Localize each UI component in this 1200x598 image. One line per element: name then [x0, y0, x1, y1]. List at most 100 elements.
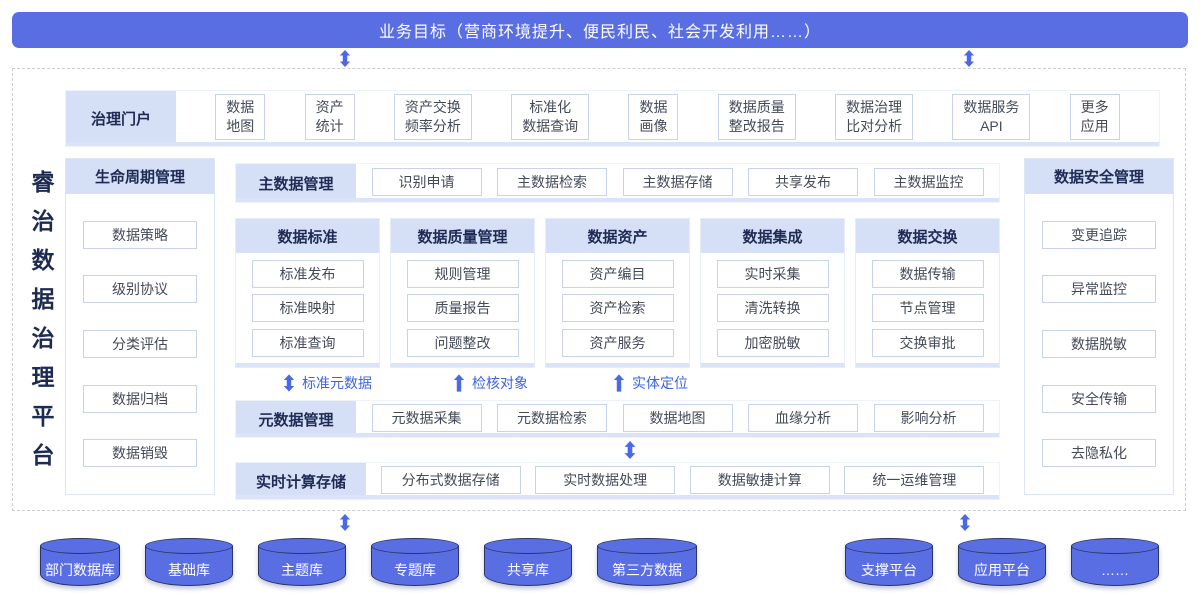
module-item: 标准映射	[251, 294, 364, 322]
double-arrow-icon	[338, 50, 352, 67]
cylinder-top-icon	[597, 538, 697, 554]
module-item: 标准发布	[251, 259, 364, 288]
metadata-item: 血缘分析	[748, 403, 858, 432]
flow-label: 检核对象	[472, 375, 528, 391]
cylinder-label: 专题库	[394, 562, 436, 578]
portal-row-header: 治理门户	[66, 91, 176, 146]
flow-standard-metadata: 标准元数据	[283, 373, 372, 393]
security-column-header: 数据安全管理	[1025, 159, 1173, 194]
master-data-item: 主数据存储	[622, 167, 733, 196]
lifecycle-column: 生命周期管理 数据策略 级别协议 分类评估 数据归档 数据销毁	[65, 158, 215, 495]
module-item: 交换审批	[871, 328, 984, 357]
module-item: 资产编目	[561, 259, 674, 288]
double-arrow-icon	[958, 514, 972, 531]
module-data-integration: 数据集成 实时采集 清洗转换 加密脱敏	[700, 218, 845, 368]
realtime-item: 统一运维管理	[844, 465, 985, 494]
security-item: 异常监控	[1042, 275, 1156, 304]
master-data-item: 主数据检索	[497, 167, 607, 196]
cylinder-top-icon	[845, 538, 933, 554]
lifecycle-item: 数据归档	[83, 384, 197, 413]
double-arrow-icon	[283, 374, 295, 392]
module-item: 标准查询	[251, 328, 364, 357]
module-header: 数据资产	[546, 219, 689, 253]
up-arrow-icon	[453, 374, 465, 392]
database-cylinder: 主题库	[258, 538, 346, 588]
cylinder-top-icon	[371, 538, 459, 554]
portal-item: 数据服务 API	[952, 94, 1031, 140]
database-cylinder: 共享库	[484, 538, 572, 588]
cylinder-top-icon	[145, 538, 233, 554]
portal-item: 更多 应用	[1069, 94, 1120, 140]
double-arrow-icon	[623, 441, 637, 459]
realtime-item: 分布式数据存储	[380, 465, 521, 494]
master-data-row: 主数据管理 识别申请 主数据检索 主数据存储 共享发布 主数据监控	[235, 163, 1000, 203]
business-goal-banner: 业务目标（营商环境提升、便民利民、社会开发利用……）	[12, 12, 1188, 48]
cylinder-top-icon	[1071, 538, 1159, 554]
platform-group: 支撑平台 应用平台 ……	[845, 538, 1159, 588]
database-cylinder: 应用平台	[958, 538, 1046, 588]
module-item: 问题整改	[406, 328, 519, 357]
module-data-quality: 数据质量管理 规则管理 质量报告 问题整改	[390, 218, 535, 368]
flow-entity-location: 实体定位	[613, 373, 688, 393]
lifecycle-item: 数据销毁	[83, 439, 197, 468]
module-item: 加密脱敏	[716, 328, 829, 357]
module-item: 规则管理	[406, 259, 519, 288]
cylinder-label: ……	[1101, 562, 1129, 578]
double-arrow-icon	[338, 514, 352, 531]
module-header: 数据交换	[856, 219, 999, 253]
master-data-row-header: 主数据管理	[236, 164, 356, 202]
metadata-row: 元数据管理 元数据采集 元数据检索 数据地图 血缘分析 影响分析	[235, 400, 1000, 438]
portal-item: 标准化 数据查询	[511, 94, 590, 140]
module-data-standard: 数据标准 标准发布 标准映射 标准查询	[235, 218, 380, 368]
security-column: 数据安全管理 变更追踪 异常监控 数据脱敏 安全传输 去隐私化	[1024, 158, 1174, 495]
security-item: 安全传输	[1042, 384, 1156, 413]
portal-item: 资产 统计	[304, 94, 355, 140]
module-item: 实时采集	[716, 259, 829, 288]
cylinder-top-icon	[484, 538, 572, 554]
realtime-item: 实时数据处理	[535, 465, 676, 494]
portal-row: 治理门户 数据 地图 资产 统计 资产交换 频率分析 标准化 数据查询 数据 画…	[65, 90, 1160, 147]
portal-item: 资产交换 频率分析	[393, 94, 472, 140]
capability-modules: 数据标准 标准发布 标准映射 标准查询 数据质量管理 规则管理 质量报告 问题整…	[235, 218, 1000, 368]
lifecycle-item: 级别协议	[83, 275, 197, 304]
cylinder-top-icon	[258, 538, 346, 554]
cylinder-label: 应用平台	[974, 562, 1030, 578]
cylinder-top-icon	[40, 538, 120, 554]
database-cylinder: 基础库	[145, 538, 233, 588]
module-item: 清洗转换	[716, 294, 829, 322]
database-cylinder: 支撑平台	[845, 538, 933, 588]
database-cylinder: 第三方数据	[597, 538, 697, 588]
module-item: 资产服务	[561, 328, 674, 357]
master-data-row-items: 识别申请 主数据检索 主数据存储 共享发布 主数据监控	[356, 164, 999, 202]
up-arrow-icon	[613, 374, 625, 392]
master-data-item: 主数据监控	[873, 167, 984, 196]
lifecycle-column-items: 数据策略 级别协议 分类评估 数据归档 数据销毁	[66, 194, 214, 494]
flow-label: 实体定位	[632, 375, 688, 391]
module-header: 数据质量管理	[391, 219, 534, 253]
cylinder-label: 支撑平台	[861, 562, 917, 578]
module-data-asset: 数据资产 资产编目 资产检索 资产服务	[545, 218, 690, 368]
platform-title: 睿治数据治理平台	[28, 170, 54, 482]
module-header: 数据标准	[236, 219, 379, 253]
security-item: 变更追踪	[1042, 220, 1156, 249]
double-arrow-icon	[962, 50, 976, 67]
realtime-row-header: 实时计算存储	[236, 463, 366, 499]
lifecycle-item: 数据策略	[83, 220, 197, 249]
portal-item: 数据质量 整改报告	[717, 94, 796, 140]
module-item: 节点管理	[871, 294, 984, 322]
flow-label: 标准元数据	[302, 375, 372, 391]
database-cylinder: 部门数据库	[40, 538, 120, 588]
metadata-item: 元数据采集	[371, 403, 482, 432]
business-goal-label: 业务目标（营商环境提升、便民利民、社会开发利用……）	[378, 24, 821, 41]
realtime-row-items: 分布式数据存储 实时数据处理 数据敏捷计算 统一运维管理	[366, 463, 999, 499]
cylinder-top-icon	[958, 538, 1046, 554]
database-cylinder: ……	[1071, 538, 1159, 588]
flow-check-object: 检核对象	[453, 373, 528, 393]
metadata-item: 元数据检索	[497, 403, 607, 432]
master-data-item: 识别申请	[371, 167, 482, 196]
portal-row-items: 数据 地图 资产 统计 资产交换 频率分析 标准化 数据查询 数据 画像 数据质…	[176, 91, 1159, 146]
module-item: 数据传输	[871, 259, 984, 288]
portal-item: 数据 画像	[628, 94, 679, 140]
cylinder-label: 部门数据库	[45, 562, 115, 578]
metadata-item: 数据地图	[622, 403, 733, 432]
